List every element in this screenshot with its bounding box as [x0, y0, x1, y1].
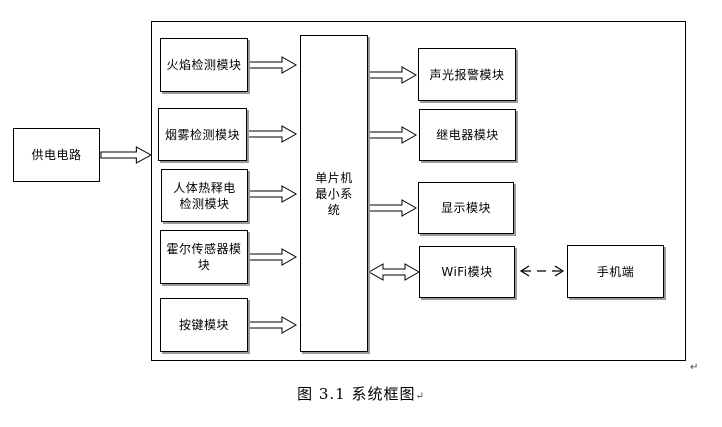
relay-module-box: 继电器模块: [419, 109, 516, 161]
wifi-module-label: WiFi模块: [441, 265, 493, 279]
figure-caption-text: 图 3.1 系统框图: [297, 385, 416, 403]
smoke-module-label: 烟雾检测模块: [164, 127, 240, 142]
wifi-module-box: WiFi模块: [419, 246, 515, 298]
mcu-label: 单片机最小系统: [315, 170, 353, 217]
key-module-label: 按键模块: [178, 318, 229, 332]
alarm-module-label: 声光报警模块: [429, 67, 505, 82]
caption-return-icon: ↵: [415, 391, 425, 402]
figure-caption: 图 3.1 系统框图↵: [0, 383, 722, 404]
pir-module-box: 人体热释电检测模块: [161, 169, 248, 222]
mcu-box: 单片机最小系统: [300, 35, 368, 352]
flame-module-label: 火焰检测模块: [166, 58, 242, 72]
arrow-mcu-to-display: [367, 199, 417, 217]
hall-sensor-box: 霍尔传感器模块: [160, 230, 248, 284]
arrow-mcu-wifi-bidirectional: [367, 263, 421, 281]
system-frame: [151, 21, 686, 361]
hall-sensor-label: 霍尔传感器模块: [166, 242, 242, 272]
display-module-box: 显示模块: [418, 182, 514, 234]
pir-module-label: 人体热释电检测模块: [173, 180, 236, 211]
alarm-module-box: 声光报警模块: [418, 48, 516, 101]
arrow-smoke-to-mcu: [247, 125, 297, 143]
smoke-module-box: 烟雾检测模块: [158, 108, 247, 161]
arrow-key-to-mcu: [247, 316, 297, 334]
arrow-pir-to-mcu: [247, 185, 297, 203]
arrow-mcu-to-alarm: [367, 66, 417, 84]
key-module-box: 按键模块: [160, 298, 248, 352]
relay-module-label: 继电器模块: [436, 128, 499, 142]
power-supply-box: 供电电路: [13, 128, 100, 182]
power-supply-label: 供电电路: [31, 148, 82, 162]
arrow-mcu-to-relay: [367, 126, 417, 144]
flame-module-box: 火焰检测模块: [160, 38, 248, 92]
arrow-flame-to-mcu: [247, 56, 297, 74]
paragraph-mark-icon: ↵: [690, 362, 699, 373]
arrow-hall-to-mcu: [247, 248, 297, 266]
display-module-label: 显示模块: [440, 201, 491, 215]
phone-box: 手机端: [567, 245, 664, 298]
arrow-power-to-system: [100, 146, 152, 164]
phone-label: 手机端: [596, 264, 635, 279]
wireless-link: [519, 265, 565, 277]
